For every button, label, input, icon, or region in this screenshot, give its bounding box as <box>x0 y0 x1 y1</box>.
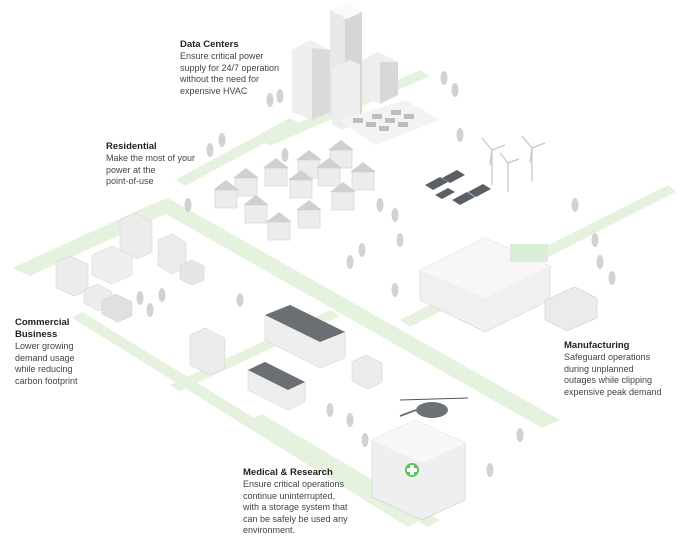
hospital-building <box>371 419 466 521</box>
medical-description: Ensure critical operations continue unin… <box>243 479 348 535</box>
solar-panels <box>425 170 491 205</box>
callout-commercial: Commercial Business Lower growing demand… <box>15 317 125 387</box>
manufacturing-plant <box>419 237 598 333</box>
data-center-buildings <box>292 3 440 145</box>
road-residential <box>175 118 300 186</box>
helicopter <box>399 397 469 418</box>
commercial-buildings <box>55 212 205 323</box>
road-main-diagonal <box>150 198 560 428</box>
residential-description: Make the most of your power at the point… <box>106 153 196 186</box>
callout-medical-research: Medical & Research Ensure critical opera… <box>243 467 373 537</box>
manufacturing-title: Manufacturing <box>564 340 630 351</box>
manufacturing-description: Safeguard operations during unplanned ou… <box>564 352 662 397</box>
medical-title: Medical & Research <box>243 467 333 478</box>
commercial-title: Commercial Business <box>15 317 70 340</box>
road-lower-left <box>72 312 420 527</box>
campus-buildings <box>189 304 383 411</box>
callout-manufacturing: Manufacturing Safeguard operations durin… <box>564 340 676 398</box>
callout-data-centers: Data Centers Ensure critical power suppl… <box>180 39 300 97</box>
wind-turbines <box>481 135 546 192</box>
residential-houses <box>213 140 376 241</box>
commercial-description: Lower growing demand usage while reducin… <box>15 341 78 386</box>
data-centers-description: Ensure critical power supply for 24/7 op… <box>180 51 280 96</box>
data-centers-title: Data Centers <box>180 39 239 50</box>
trees <box>136 71 616 477</box>
callout-residential: Residential Make the most of your power … <box>106 141 216 188</box>
residential-title: Residential <box>106 141 157 152</box>
